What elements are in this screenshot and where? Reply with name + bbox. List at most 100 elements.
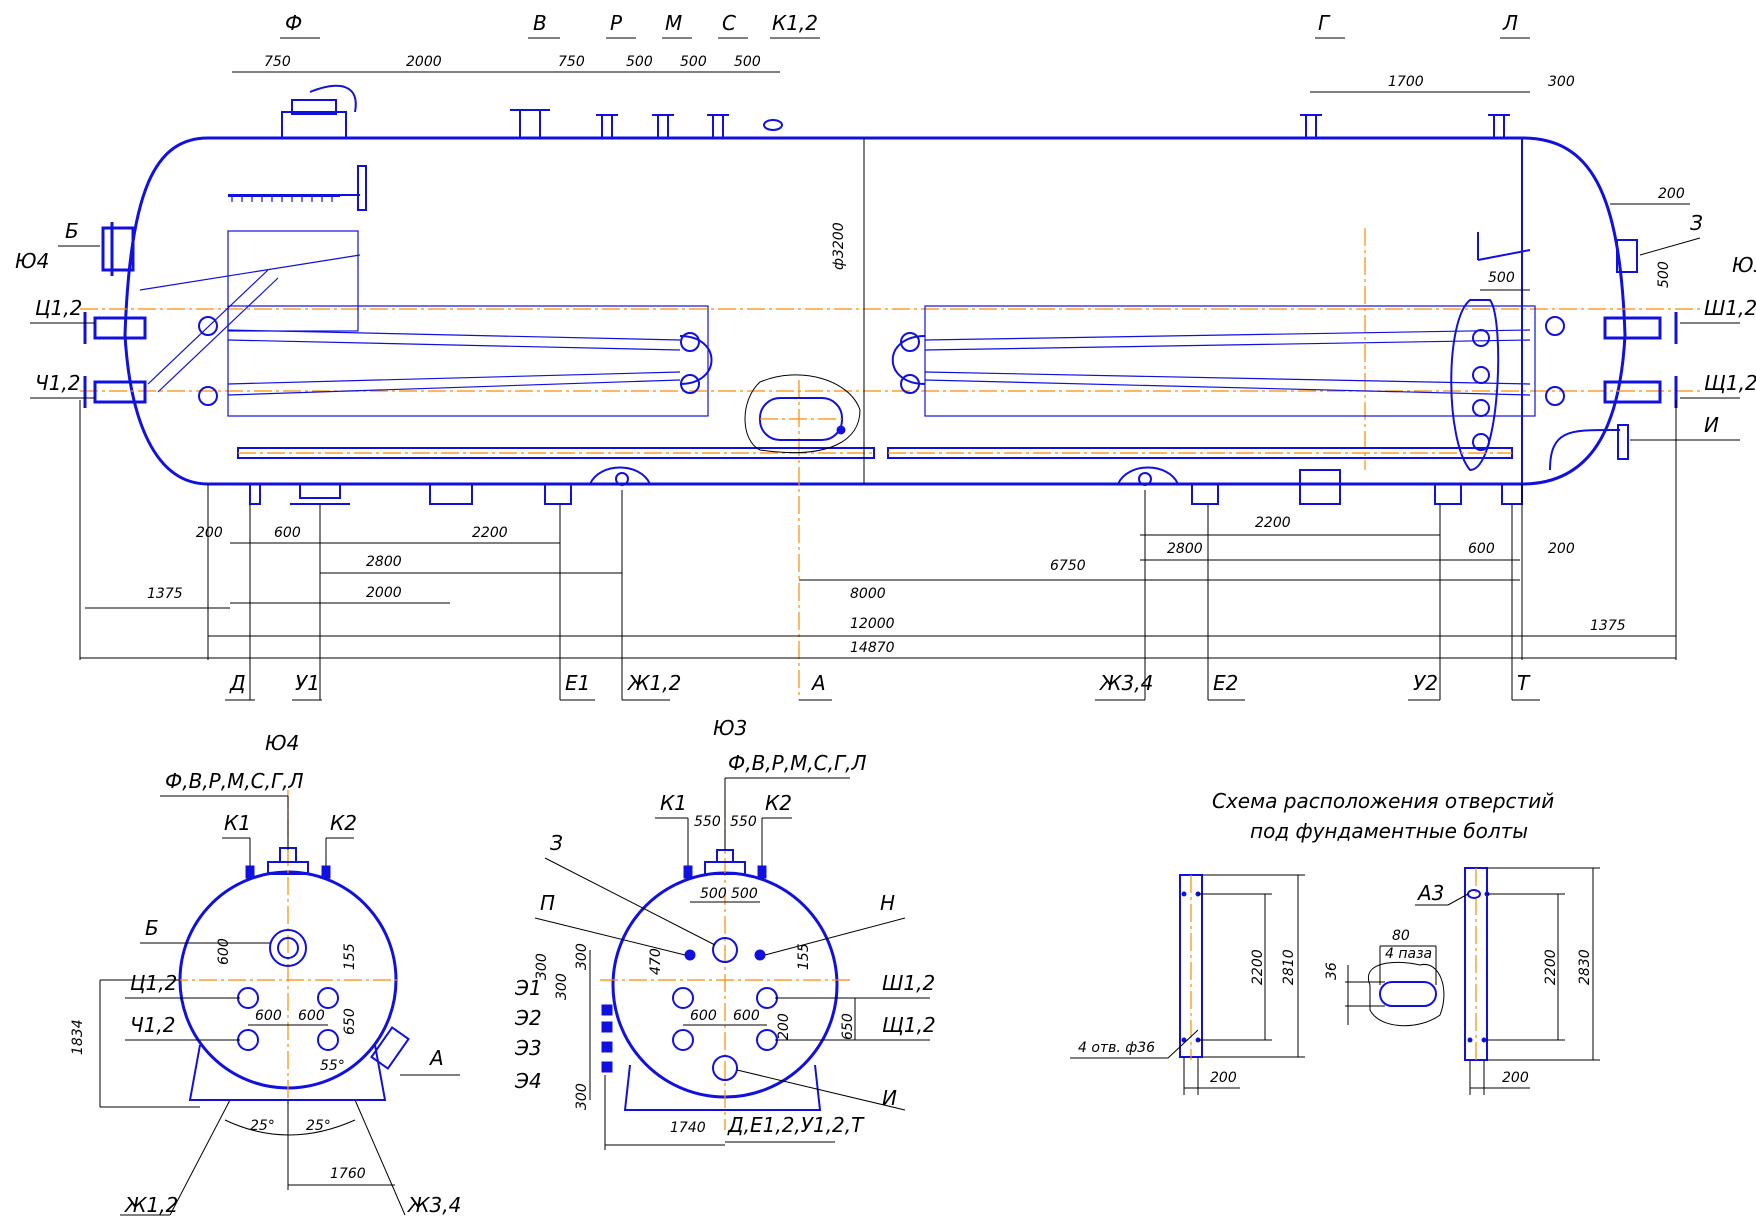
tube-bundle-left xyxy=(139,165,713,417)
dim-1375-left: 1375 xyxy=(147,586,183,602)
dim-2000-bl: 2000 xyxy=(366,585,402,601)
dim-2000-top: 2000 xyxy=(406,54,442,70)
dim-200-bl: 200 xyxy=(196,525,223,541)
label-yu4: Ю4 xyxy=(15,249,49,273)
rev-shch: Щ1,2 xyxy=(882,1013,936,1037)
dim-500b: 500 xyxy=(680,54,707,70)
rev-e-dim-a: 300 xyxy=(534,953,550,980)
label-u2: У2 xyxy=(1413,671,1438,695)
lev-top-label: Ф,В,Р,М,С,Г,Л xyxy=(165,769,304,793)
label-yu3: Ю3 xyxy=(1732,253,1756,277)
bolt-right-2200: 2200 xyxy=(1543,949,1559,985)
label-sh12: Ш1,2 xyxy=(1704,296,1756,320)
dim-750a: 750 xyxy=(264,54,291,70)
lev-dim-55: 55° xyxy=(320,1058,345,1074)
side-view-bottom-dims: 200 600 2200 2800 2000 1375 6750 2800 22… xyxy=(79,400,1677,660)
bolt-left-2200: 2200 xyxy=(1250,949,1266,985)
lev-dim-155: 155 xyxy=(342,943,358,970)
label-l: Л xyxy=(1502,11,1518,35)
dim-500a: 500 xyxy=(626,54,653,70)
label-f: Ф xyxy=(285,11,302,35)
lev-dim-600-vert: 600 xyxy=(216,938,232,965)
rev-e-dim-b: 300 xyxy=(554,973,570,1000)
rev-dim-600b: 600 xyxy=(733,1008,760,1024)
rev-bottom-label: Д,Е1,2,У1,2,Т xyxy=(727,1113,865,1137)
lev-dim-600a: 600 xyxy=(255,1008,282,1024)
label-zh34: Ж3,4 xyxy=(1098,671,1153,695)
lev-dim-1760: 1760 xyxy=(330,1166,366,1182)
lev-dim-1834: 1834 xyxy=(70,1019,86,1055)
dim-8000: 8000 xyxy=(850,586,886,602)
label-e2: Е2 xyxy=(1213,671,1238,695)
label-r: Р xyxy=(610,11,623,35)
rev-e4: Э4 xyxy=(514,1069,542,1093)
dim-6750: 6750 xyxy=(1050,558,1086,574)
rev-dim-500a: 500 xyxy=(700,886,727,902)
rev-e-dim-d: 300 xyxy=(574,1083,590,1110)
dim-200-right: 200 xyxy=(1658,186,1685,202)
dim-750b: 750 xyxy=(558,54,585,70)
rev-dim-650: 650 xyxy=(840,1013,856,1040)
bolt-title-1: Схема расположения отверстий xyxy=(1212,789,1554,813)
lev-k2: К2 xyxy=(330,811,357,835)
label-c12: Ц1,2 xyxy=(35,296,82,320)
dim-600-br: 600 xyxy=(1468,541,1495,557)
dim-500c: 500 xyxy=(734,54,761,70)
label-a: А xyxy=(810,671,826,695)
side-view-bottom-labels: Д У1 Е1 Ж1,2 А Ж3,4 Е2 У2 Т xyxy=(225,490,1540,701)
rev-e2: Э2 xyxy=(514,1006,542,1030)
dim-2200-bl: 2200 xyxy=(472,525,508,541)
label-m: М xyxy=(665,11,682,35)
dim-600-bl: 600 xyxy=(274,525,301,541)
bolt-left-200: 200 xyxy=(1210,1070,1237,1086)
label-u1: У1 xyxy=(295,671,320,695)
rev-dim-1740: 1740 xyxy=(670,1120,706,1136)
label-k12: К1,2 xyxy=(772,11,818,35)
bolt-scheme: Схема расположения отверстий под фундаме… xyxy=(1070,789,1600,1095)
lev-dim-600b: 600 xyxy=(298,1008,325,1024)
bolt-right-200: 200 xyxy=(1502,1070,1529,1086)
rev-title: Ю3 xyxy=(713,716,747,740)
comb-marks xyxy=(228,195,340,202)
label-zh12: Ж1,2 xyxy=(626,671,681,695)
dim-500-right: 500 xyxy=(1488,270,1515,286)
rev-p: П xyxy=(540,891,555,915)
label-g: Г xyxy=(1318,11,1331,35)
rev-e3: Э3 xyxy=(514,1036,542,1060)
bolt-slot-label: 4 паза xyxy=(1385,946,1432,962)
label-e1: Е1 xyxy=(565,671,590,695)
bolt-right-2830: 2830 xyxy=(1577,949,1593,985)
manhole-a xyxy=(744,374,861,454)
rev-dim-500b: 500 xyxy=(731,886,758,902)
label-s: С xyxy=(722,11,736,35)
dim-2200-br: 2200 xyxy=(1255,515,1291,531)
lev-title: Ю4 xyxy=(265,731,299,755)
lev-a: А xyxy=(428,1046,444,1070)
rev-top-label: Ф,В,Р,М,С,Г,Л xyxy=(728,751,867,775)
rev-k1: К1 xyxy=(660,791,687,815)
rev-dim-155: 155 xyxy=(796,943,812,970)
label-t: Т xyxy=(1517,671,1531,695)
dim-2800-bl: 2800 xyxy=(366,554,402,570)
lev-zh34: Ж3,4 xyxy=(406,1193,461,1217)
top-nozzles xyxy=(281,84,1510,139)
bolt-title-2: под фундаментные болты xyxy=(1250,819,1528,843)
rev-e1: Э1 xyxy=(514,976,542,1000)
lev-c: Ц1,2 xyxy=(130,971,177,995)
left-nozzles xyxy=(83,222,147,408)
lev-k1: К1 xyxy=(224,811,251,835)
dim-1700: 1700 xyxy=(1388,74,1424,90)
label-ch12: Ч1,2 xyxy=(35,371,81,395)
end-view-right: Ю3 Ф,В,Р,М,С,Г,Л К1 К2 550 550 З П Н 500… xyxy=(514,716,936,1150)
rev-z: З xyxy=(550,831,563,855)
rev-n: Н xyxy=(880,891,895,915)
label-b: Б xyxy=(65,219,79,243)
bolt-slot-80: 80 xyxy=(1392,928,1410,944)
bolt-slot xyxy=(1379,981,1437,1007)
side-view-labels: Ф В Р М С К1,2 Г Л 750 2000 750 500 500 … xyxy=(15,11,1756,484)
end-view-left: Ю4 Ф,В,Р,М,С,Г,Л К1 К2 Б Ц1,2 Ч1,2 600 1… xyxy=(70,731,461,1217)
bolt-slot-36: 36 xyxy=(1324,962,1340,980)
label-shch12: Щ1,2 xyxy=(1704,371,1756,395)
rev-k-dim-550b: 550 xyxy=(730,814,757,830)
